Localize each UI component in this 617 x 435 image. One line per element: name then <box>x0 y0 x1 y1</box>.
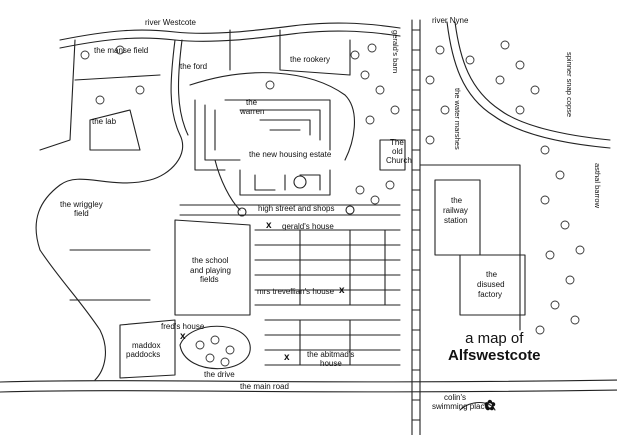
map-title-line2: Alfswestcote <box>448 347 541 364</box>
water-marshes-label: the water marshes <box>453 88 462 150</box>
lab-label: the lab <box>92 117 117 126</box>
high-street <box>179 204 401 216</box>
stream-west <box>35 39 184 251</box>
maddox-label-1: maddox <box>132 341 161 350</box>
spinner-snap-copse-label: spinner snap copse <box>565 52 574 118</box>
river-nyne-label: river Nyne <box>432 16 469 25</box>
abitmads-marker: x <box>284 352 290 363</box>
mrs-trevellian-marker: x <box>339 285 345 296</box>
warren-label-2: warren <box>240 107 265 116</box>
school-label-2: and playing <box>190 266 231 275</box>
freds-house-label: fred's house <box>161 322 205 331</box>
school-label-3: fields <box>200 275 219 284</box>
abitmads-label-2: house <box>320 359 342 368</box>
manse-field-label: the manse field <box>94 46 149 55</box>
river-nyne <box>454 21 611 141</box>
disused-factory-label-2: disused <box>477 280 505 289</box>
mrs-trevellian-label: mrs trevellian's house <box>257 287 335 296</box>
new-housing-estate-label: the new housing estate <box>249 150 332 159</box>
freds-house-marker: x <box>180 331 186 342</box>
ford-label: the ford <box>180 62 208 71</box>
wriggley-field-label-2: field <box>74 209 89 218</box>
railway-line <box>411 19 421 435</box>
maddox-label-2: paddocks <box>126 350 161 359</box>
colins-label-2: swimming place <box>432 402 489 411</box>
map-title: a map of Alfswestcote <box>448 330 541 364</box>
asthal-barrow-label: asthal barrow <box>593 163 602 209</box>
river-westcote-label: river Westcote <box>145 18 196 27</box>
railway-station-label-1: the <box>451 196 463 205</box>
school-label-1: the school <box>192 256 229 265</box>
railway-station-label-3: station <box>444 216 468 225</box>
warren-maze <box>194 99 331 171</box>
main-road <box>0 379 617 383</box>
geralds-house-label: gerald's house <box>282 222 334 231</box>
old-church-label-2: old <box>392 147 403 156</box>
disused-factory-label-1: the <box>486 270 498 279</box>
old-church-label-1: The <box>390 138 404 147</box>
abitmads-label-1: the abitmad's <box>307 350 355 359</box>
main-road-label: the main road <box>240 382 289 391</box>
warren-label-1: the <box>246 98 258 107</box>
high-street-label: high street and shops <box>258 204 335 213</box>
map-title-line1: a map of <box>465 330 524 347</box>
drive-label: the drive <box>204 370 235 379</box>
wriggley-field-label-1: the wriggley <box>60 200 103 209</box>
colins-label-1: colin's <box>444 393 466 402</box>
river-westcote <box>59 22 401 41</box>
old-church-label-3: Church <box>386 156 412 165</box>
rookery-label: the rookery <box>290 55 331 64</box>
geralds-barn-label: gerald's barn <box>391 30 400 74</box>
disused-factory-label-3: factory <box>478 290 503 299</box>
railway-station-label-2: railway <box>443 206 468 215</box>
swimming-place-icon: ✿ <box>484 397 496 413</box>
geralds-house-marker: x <box>266 220 272 231</box>
